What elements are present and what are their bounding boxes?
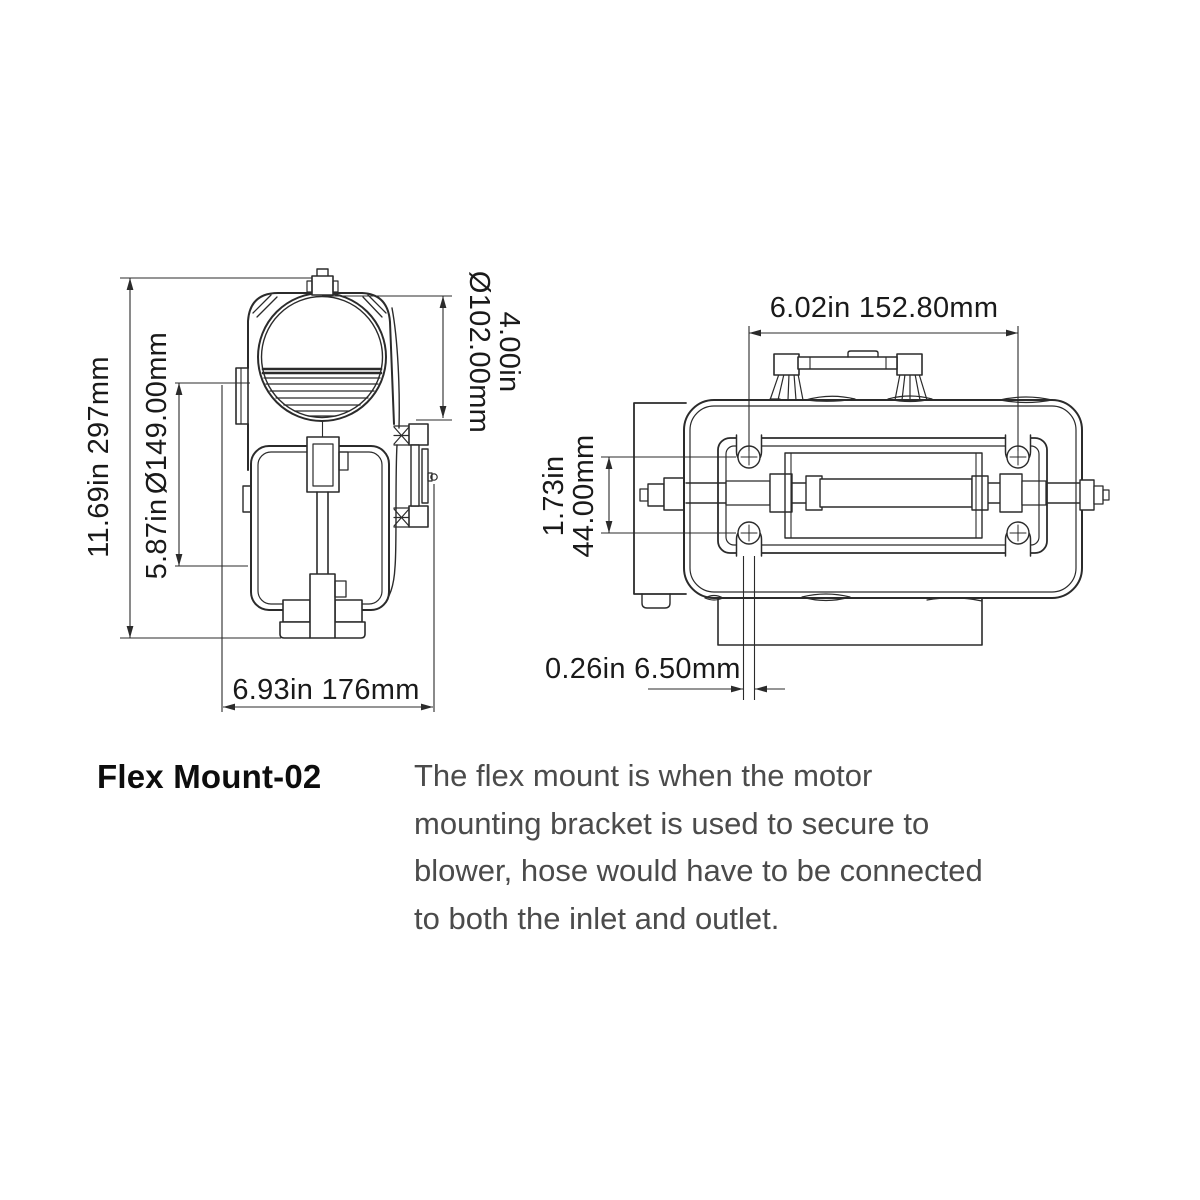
description-line-4: to both the inlet and outlet. bbox=[414, 900, 780, 936]
top-view-dimensions bbox=[601, 326, 1019, 700]
technical-drawing: 11.69in 297mm Ø149.00mm 5.87in Ø102.00mm… bbox=[83, 268, 1110, 712]
product-description: The flex mount is when the motor mountin… bbox=[414, 752, 1074, 942]
dimension-labels: 11.69in 297mm Ø149.00mm 5.87in Ø102.00mm… bbox=[83, 271, 998, 706]
dim-label-bolt-row-mm: 44.00mm bbox=[568, 435, 600, 558]
product-title: Flex Mount-02 bbox=[97, 758, 322, 795]
dim-label-overall-width: 6.93in 176mm bbox=[232, 674, 419, 706]
dim-label-inlet-diameter-mm: Ø102.00mm bbox=[463, 271, 495, 433]
description-line-2: mounting bracket is used to secure to bbox=[414, 805, 930, 841]
dim-label-bolt-row-in: 1.73in bbox=[538, 456, 570, 537]
top-view-drawing bbox=[633, 350, 1110, 646]
dim-label-inlet-diameter-in: 4.00in bbox=[493, 312, 525, 393]
description-line-3: blower, hose would have to be connected bbox=[414, 853, 983, 888]
dim-label-impeller-diameter-in: 5.87in bbox=[141, 499, 173, 580]
description-line-1: The flex mount is when the motor bbox=[414, 758, 873, 793]
dim-label-overall-height: 11.69in 297mm bbox=[83, 356, 115, 558]
side-view-dimensions bbox=[120, 277, 452, 712]
side-view-drawing bbox=[235, 268, 438, 639]
dim-label-impeller-diameter-mm: Ø149.00mm bbox=[141, 332, 173, 494]
dim-label-slot-width: 0.26in 6.50mm bbox=[545, 653, 741, 685]
dim-label-bolt-spacing: 6.02in 152.80mm bbox=[770, 292, 999, 324]
